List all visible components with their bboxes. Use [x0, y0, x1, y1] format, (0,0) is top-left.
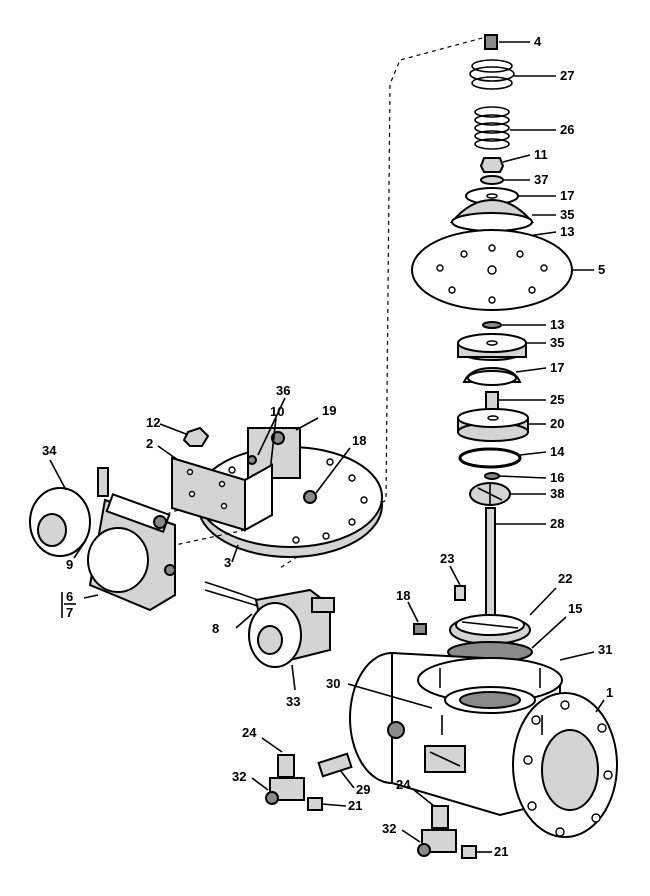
callout-11: 11	[534, 147, 548, 162]
callout-13-upper: 13	[560, 224, 575, 239]
part-2-bracket	[157, 445, 273, 532]
part-21-cap-upper	[307, 797, 347, 811]
callout-7: 7	[66, 605, 74, 620]
callout-22: 22	[558, 571, 573, 586]
callout-17-upper: 17	[560, 188, 575, 203]
part-25-stem-upper	[485, 391, 546, 413]
part-30-leader	[347, 683, 433, 709]
callout-5: 5	[598, 262, 606, 277]
callout-28: 28	[550, 516, 565, 531]
part-24-fitting-upper	[261, 737, 295, 778]
callout-15: 15	[568, 601, 583, 616]
callout-18-cover: 18	[352, 433, 367, 448]
part-24-fitting-lower	[413, 789, 449, 829]
callout-9: 9	[66, 557, 74, 572]
part-22-seat-disc	[449, 587, 557, 645]
callout-8: 8	[212, 621, 220, 636]
part-9-leader	[73, 539, 87, 559]
callout-14: 14	[550, 444, 565, 459]
callout-36: 36	[276, 383, 291, 398]
part-29-nipple	[317, 752, 355, 789]
callout-13-lower: 13	[550, 317, 565, 332]
part-34-actuator-cap	[29, 459, 91, 557]
part-36-screw	[247, 397, 286, 465]
part-12-nut	[159, 423, 210, 447]
callout-33: 33	[286, 694, 301, 709]
callout-3: 3	[224, 555, 232, 570]
callout-17-lower: 17	[550, 360, 565, 375]
part-16-washer	[484, 472, 547, 480]
callout-26: 26	[560, 122, 575, 137]
callout-4: 4	[534, 34, 542, 49]
part-38-guide	[469, 482, 546, 506]
callout-35-lower: 35	[550, 335, 565, 350]
callout-10: 10	[270, 404, 285, 419]
part-17-lower-plate	[462, 366, 547, 386]
callout-32-lower: 32	[382, 821, 397, 836]
part-31-studs	[559, 651, 595, 661]
callout-27: 27	[560, 68, 575, 83]
callout-30: 30	[326, 676, 341, 691]
part-35-upper-disc	[449, 198, 556, 232]
callout-2: 2	[146, 436, 154, 451]
part-11-nut	[479, 154, 531, 173]
part-35-lower-disc	[457, 333, 546, 361]
callout-37: 37	[534, 172, 549, 187]
part-8-wires	[204, 581, 259, 629]
part-20-disc-retainer	[457, 408, 546, 442]
part-33-solenoid	[248, 588, 335, 691]
part-32-tee-lower	[401, 829, 457, 857]
part-32-tee-upper	[251, 777, 305, 805]
callout-21-upper: 21	[348, 798, 363, 813]
callout-23: 23	[440, 551, 455, 566]
part-14-ring	[458, 447, 547, 469]
callout-24-upper: 24	[242, 725, 257, 740]
part-37-washer	[480, 175, 530, 185]
callout-25: 25	[550, 392, 565, 407]
part-17-upper-plate	[465, 187, 556, 205]
part-21-cap-lower	[461, 845, 492, 859]
part-23-pin	[449, 565, 466, 601]
callout-31: 31	[598, 642, 613, 657]
callout-20: 20	[550, 416, 565, 431]
callout-35-upper: 35	[560, 207, 575, 222]
part-18-plug-cover	[303, 447, 351, 504]
callout-24-lower: 24	[396, 777, 411, 792]
callout-19: 19	[322, 403, 337, 418]
part-27-spring-upper	[469, 59, 556, 90]
part-6-7-housing	[83, 467, 176, 612]
part-26-spring	[474, 106, 556, 150]
callout-21-lower: 21	[494, 844, 509, 859]
callout-16: 16	[550, 470, 565, 485]
part-1-valve-body	[349, 651, 618, 838]
callout-12: 12	[146, 415, 161, 430]
callout-32-upper: 32	[232, 769, 247, 784]
callout-38: 38	[550, 486, 565, 501]
callout-6: 6	[66, 589, 74, 604]
callout-1: 1	[606, 685, 614, 700]
part-4-nut	[484, 34, 530, 50]
part-13-oring-lower	[482, 321, 546, 329]
part-28-stem	[485, 507, 546, 619]
callout-34: 34	[42, 443, 57, 458]
callout-18-body: 18	[396, 588, 411, 603]
part-18-plug-body	[407, 601, 427, 635]
part-5-diaphragm	[411, 229, 594, 311]
callout-29: 29	[356, 782, 371, 797]
